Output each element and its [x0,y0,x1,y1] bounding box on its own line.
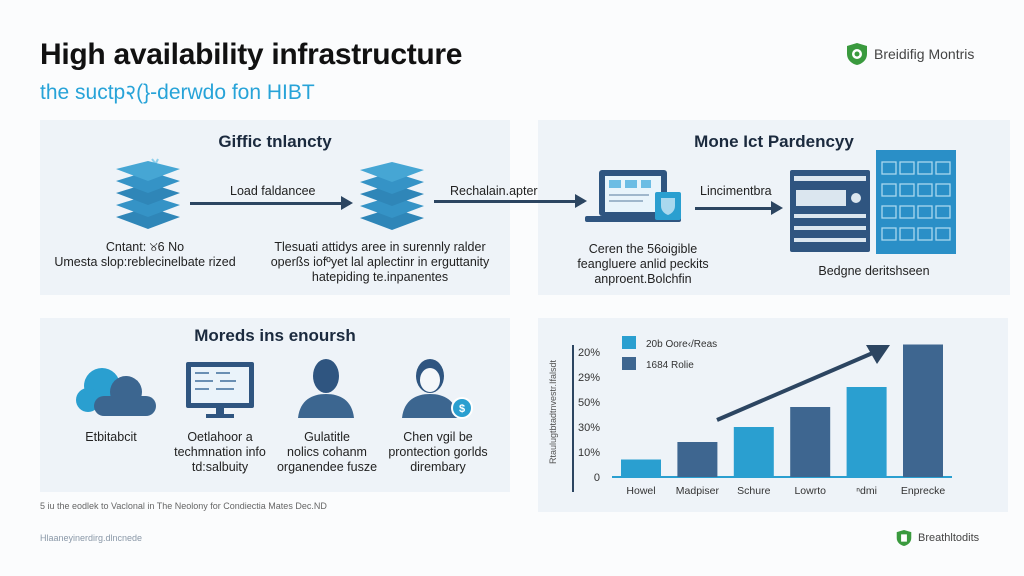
caption-line: nolics cohanm [287,445,367,459]
caption-line: Chen vgil be [403,430,473,444]
arrow-icon [434,194,587,208]
y-tick-label: 30% [578,422,600,434]
caption-line: prontection gorlds [388,445,488,459]
y-tick-label: 20% [578,347,600,359]
caption: Ceren the 56oigible feangluere anlid pec… [548,242,738,287]
x-tick-label: Enprecke [901,485,946,497]
person-badge-icon: $ [402,359,473,419]
bar [677,442,718,477]
y-axis-label: Rtaulugtbtadtnvestr.Ifalsdt [548,359,558,464]
panel-title: Giffic tnlancty [218,132,332,151]
caption-line: Ceren the 56oigible [588,242,698,256]
shield-icon [847,43,867,65]
arrow-label: Lincimentbra [700,184,772,198]
y-tick-label: 50% [578,397,600,409]
arrow-label: Rechalain.apteraced [450,184,565,198]
arrow-icon [190,196,353,210]
x-tick-label: Howel [626,485,655,497]
x-tick-label: ⁿdmi [856,485,877,497]
footnote: 5 iu the eodlek to Vaclonal in The Neolo… [40,501,327,511]
footer-brand-name: Breathltodits [918,532,980,544]
bar [903,344,943,477]
trend-arrowhead-icon [866,345,890,364]
x-tick-label: Schure [737,485,770,497]
caption-line: Oetlahoor a [187,430,253,444]
panel-dependency: Mone Ict Pardencyy Lincimentbra Ceren th… [538,120,1010,295]
y-tick-label: 0 [594,472,600,484]
server-stack-icon [116,158,180,229]
caption-line: feangluere anlid peckits [577,257,709,271]
caption: Bedgne deritshseen [818,264,930,278]
caption: Cntant: ୪6 No Umesta slop:reblecinelbate… [50,240,240,270]
bar [790,407,831,477]
caption: Tlesuati attidys aree in surennly ralder… [260,240,500,285]
caption-line: Cntant: ୪6 No [105,240,185,254]
footer-link[interactable]: Hlaaneyinerdirg.dlncnede [40,533,143,543]
caption-line: operßs iofºyet lal aplectinr in erguttan… [270,255,490,269]
caption-line: hatepiding te.inpanentes [311,270,449,284]
brand-logo: Breidifig Montris [846,42,974,66]
person-icon [298,359,354,418]
y-tick-label: 29% [578,372,600,384]
caption-line: td:salbuity [191,460,249,474]
x-tick-label: Lowrto [794,485,826,497]
caption-line: techmnation info [174,445,266,459]
arrow-label: Load faldancee [230,184,316,198]
trend-arrow [716,350,876,422]
legend-swatch [622,357,636,370]
bar [621,459,661,477]
caption-line: anproent.Bolchfin [594,272,692,286]
shield-icon [896,530,912,546]
caption-line: Tlesuati attidys aree in surennly ralder [274,240,486,254]
y-tick-label: 10% [578,447,600,459]
x-tick-label: Madpiser [676,485,720,497]
bar [733,427,774,477]
caption-line: dirembary [410,460,466,474]
panel-title: Moreds ins enoursh [194,326,356,345]
legend-swatch [622,336,636,349]
item-caption: Etbitabcit [85,430,137,444]
legend-label: 1684 Rolie [646,360,694,371]
brand-name: Breidifig Montris [874,46,975,62]
caption-line: organendee fusze [276,460,378,474]
arrow-icon [695,201,783,215]
panel-redundancy: Giffic tnlancty Load faldancee Rechalain… [40,120,587,295]
bar [846,387,887,477]
panel-title: Mone Ict Pardencyy [694,132,854,151]
cloud-icon [76,368,156,416]
caption-line: Gulatitle [304,430,350,444]
caption-line: Umesta slop:reblecinelbate rized [54,255,236,269]
panel-monitoring: Moreds ins enoursh $ Etbitabcit Oetlahoo… [40,318,510,492]
footer-brand: Breathltodits [896,529,979,547]
legend-label: 20b Oore‹/Reas [646,339,717,350]
page-subtitle: the suctp२(}-derwdo fon HIBT [40,81,315,104]
server-stack-icon [360,162,424,230]
page-title: High availability infrastructure [40,38,463,71]
svg-text:$: $ [459,403,465,415]
monitor-icon [186,362,254,418]
laptop-icon [585,170,681,222]
server-rack-icon [790,150,956,254]
